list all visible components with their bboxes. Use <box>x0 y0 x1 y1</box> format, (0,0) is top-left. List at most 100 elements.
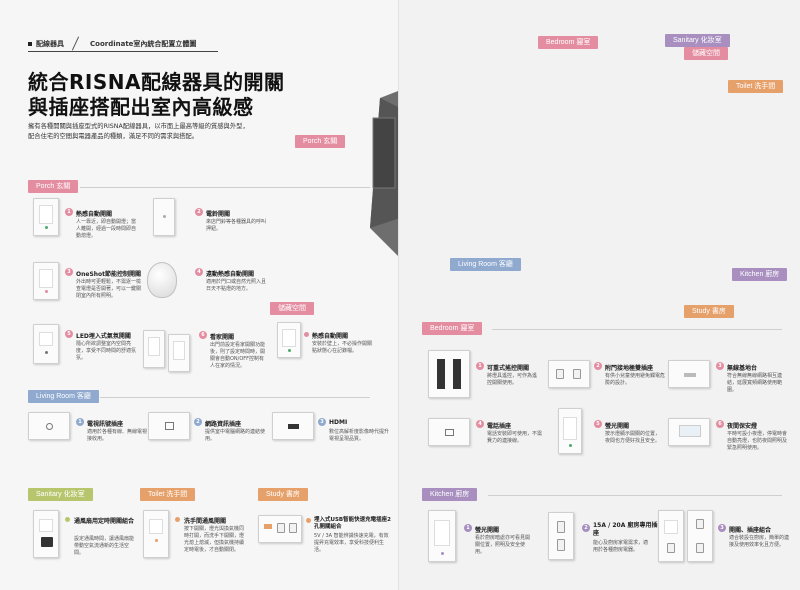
porch-num-1: 1 <box>65 208 73 216</box>
porch-rule <box>80 187 370 188</box>
tag-kitchen-house: Kitchen 廚房 <box>732 268 788 281</box>
kitchen-item-2-title: 15A / 20A 廚房專用插座 <box>593 522 658 537</box>
header-rule <box>28 51 218 52</box>
porch-device-6b <box>168 334 190 372</box>
porch-item-4-title: 遠動熱感自動開關 <box>206 271 255 278</box>
bedroom-item-4-desc: 電話安裝即可使用，不需費力的連接線。 <box>487 431 543 444</box>
study-section-tag: Study 書房 <box>258 488 308 501</box>
title-line-1: 統合RISNA配線器具的開關 <box>28 70 285 94</box>
living-device-2 <box>148 412 190 440</box>
kitchen-item-1-desc: 看於廚房暗處亦可看見開關位置，照明及安全使用。 <box>475 535 531 555</box>
study-item-title: 埋入式USB智能快速充電插座2孔開關組合 <box>314 517 391 530</box>
porch-item-4-desc: 適用於門口或自然光照入且日天不點燈的地方。 <box>206 279 267 292</box>
porch-device-3 <box>33 262 59 300</box>
toilet-bullet <box>175 517 180 522</box>
living-item-1-desc: 適用於各種有線、無線電視接收用。 <box>87 429 148 442</box>
porch-num-6: 6 <box>199 331 207 339</box>
porch-item-6-desc: 出門前設定看家開關功能後，則了設定時間時，開關會自動ON/OFF控制有人在家的情… <box>210 342 266 369</box>
living-num-1: 1 <box>76 418 84 426</box>
header-slash-icon <box>70 38 84 49</box>
kitchen-num-2: 2 <box>582 524 590 532</box>
porch-num-4: 4 <box>195 268 203 276</box>
porch-item-2-title: 電鈴開關 <box>206 211 231 218</box>
header-square-icon <box>28 41 32 46</box>
kitchen-section-tag: Kitchen 廚房 <box>422 488 478 501</box>
porch-device-5 <box>33 324 59 364</box>
living-item-2-title: 網路資訊插座 <box>205 421 242 428</box>
bedroom-rule <box>492 329 782 330</box>
tag-living-house: Living Room 客廳 <box>450 258 521 271</box>
ceiling-sensor-image <box>147 262 177 298</box>
house-illustration <box>370 90 400 258</box>
kitchen-item-3-desc: 適合裝設在廚房，簡單的連接及使用效率化且方便。 <box>729 535 790 548</box>
porch-item-3-desc: 外出時可更輕鬆，不需逐一檢查電燈是否開著，可以一鍵關閉室內所有照明。 <box>76 279 142 299</box>
kitchen-item-1-title: 螢光開關 <box>475 527 500 534</box>
porch-item-6-title: 看家開關 <box>210 334 235 341</box>
study-bullet <box>306 518 311 523</box>
intro-text: 擁有各種開關與插座型式的RISNA配線器具，以市面上最高等級的質感與外型， 配合… <box>28 122 308 142</box>
bedroom-item-3-title: 無線基地台 <box>727 365 758 372</box>
kitchen-device-3a <box>658 510 684 562</box>
porch-item-2-desc: 來店門鈴等各種器具的呼叫押鈕。 <box>206 219 267 232</box>
bedroom-num-3: 3 <box>716 362 724 370</box>
tag-toilet-house: Toilet 洗手間 <box>728 80 784 93</box>
left-page: 配線器具 Coordinate室內統合配置立體圖 統合RISNA配線器具的開關 … <box>0 0 400 590</box>
living-num-3: 3 <box>318 418 326 426</box>
porch-device-1 <box>33 198 59 236</box>
living-device-3 <box>272 412 314 440</box>
bedroom-item-1-title: 可重式搖控開關 <box>487 365 530 372</box>
kitchen-num-3: 3 <box>718 524 726 532</box>
tag-sanitary-house: Sanitary 化妝室 <box>665 34 730 47</box>
kitchen-device-1 <box>428 510 456 562</box>
bedroom-item-5-title: 螢光開關 <box>605 423 630 430</box>
porch-door-shape <box>372 117 396 189</box>
page-title: 統合RISNA配線器具的開關 與插座搭配出室內高級感 <box>28 70 284 120</box>
title-line-2: 與插座搭配出室內高級感 <box>28 95 254 119</box>
storage-device <box>277 322 301 358</box>
bedroom-device-1 <box>428 350 470 398</box>
living-rule <box>100 397 370 398</box>
sanitary-section-tag: Sanitary 化妝室 <box>28 488 93 501</box>
storage-item-desc: 安裝於壁上，不必操作開關點狀態心在記錄檔。 <box>312 341 373 354</box>
bedroom-num-4: 4 <box>476 420 484 428</box>
study-device <box>258 515 302 543</box>
porch-item-5-desc: 隨心所欲調整室內空間亮度，享受不同時間的舒適氛氛。 <box>76 341 137 361</box>
porch-num-2: 2 <box>195 208 203 216</box>
bedroom-item-1-desc: 將燈具遙控，可作為遙控開關使用。 <box>487 373 538 386</box>
tag-bedroom-house: Bedroom 寢室 <box>538 36 599 49</box>
bedroom-device-4 <box>428 418 470 446</box>
toilet-section-tag: Toilet 洗手間 <box>140 488 196 501</box>
toilet-item-title: 洗手間通風開關 <box>184 518 227 525</box>
bedroom-section-tag: Bedroom 寢室 <box>422 322 483 335</box>
bedroom-item-3-desc: 符合無線無線網路相互連結，延展寬頻網路使用範圍。 <box>727 373 783 393</box>
bedroom-item-6-desc: 平時可設小夜燈，停電時會自動亮燈，也防夜間照明及緊急照明使用。 <box>727 431 788 451</box>
living-num-2: 2 <box>194 418 202 426</box>
porch-num-5: 5 <box>65 330 73 338</box>
storage-bullet <box>304 332 309 337</box>
living-item-3-title: HDMI <box>329 419 348 426</box>
storage-section-tag: 儲藏空間 <box>270 302 314 315</box>
bedroom-item-6-title: 夜間保安燈 <box>727 423 758 430</box>
intro-line-1: 擁有各種開關與插座型式的RISNA配線器具，以市面上最高等級的質感與外型， <box>28 123 249 130</box>
porch-device-6a <box>143 330 165 368</box>
kitchen-item-2-desc: 能心及廚房家電需求，適用於各種廚房電器。 <box>593 540 649 553</box>
bedroom-item-2-desc: 有供小兒童使用避免觸電危險的設計。 <box>605 373 666 386</box>
bedroom-device-6 <box>668 418 710 446</box>
sanitary-bullet <box>65 517 70 522</box>
bedroom-device-2 <box>548 360 590 388</box>
living-item-1-title: 電視訊號插座 <box>87 421 124 428</box>
bedroom-item-4-title: 電話插座 <box>487 423 512 430</box>
right-page: Bedroom 寢室 Sanitary 化妝室 儲藏空間 Toilet 洗手間 … <box>400 0 800 590</box>
bedroom-num-2: 2 <box>594 362 602 370</box>
sanitary-item-title: 通風扇用定時開關組合 <box>74 518 135 525</box>
tag-porch-house: Porch 玄關 <box>295 135 346 148</box>
bedroom-device-5 <box>558 408 582 454</box>
sanitary-device <box>33 510 59 558</box>
bedroom-num-1: 1 <box>476 362 484 370</box>
kitchen-device-2 <box>548 512 574 560</box>
living-item-3-desc: 數位高解析度影像時代提升電視呈現品質。 <box>329 429 390 442</box>
porch-item-1-title: 熱感自動開關 <box>76 211 113 218</box>
living-item-2-desc: 提供室中電腦網路的連結使用。 <box>205 429 266 442</box>
intro-line-2: 配合住宅的空間與電器產品的種類，滿足不同的需求與搭配。 <box>28 133 199 140</box>
porch-num-3: 3 <box>65 268 73 276</box>
